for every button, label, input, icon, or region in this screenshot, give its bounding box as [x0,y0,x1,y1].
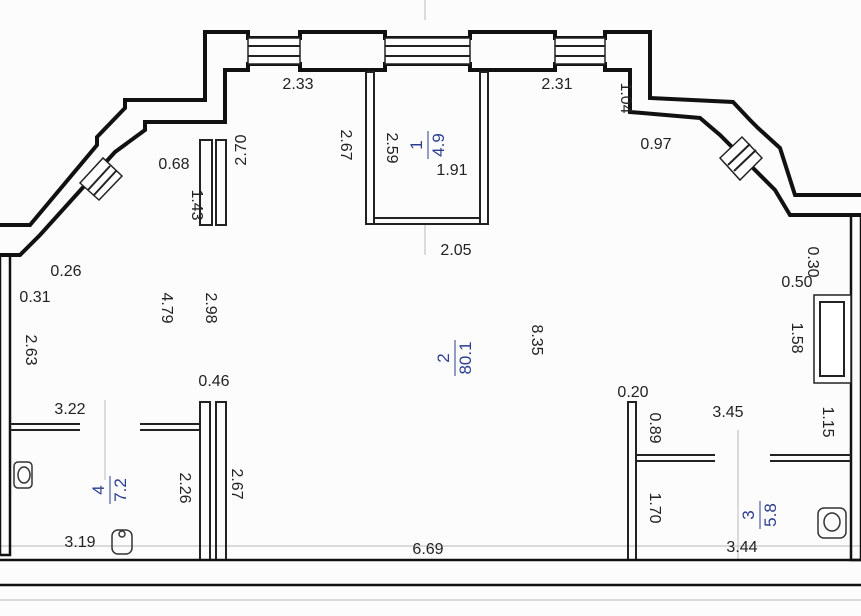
window-left-bay [78,156,124,202]
room4-number: 4 [89,485,108,494]
dim-0-46: 0.46 [198,373,229,390]
sink-room4 [111,529,133,555]
window-top-left [247,37,301,65]
room-label-3: 3 5.8 [739,501,780,529]
dim-1-04: 1.04 [617,82,634,113]
dim-3-19: 3.19 [64,534,95,551]
dim-2-26: 2.26 [176,472,193,503]
dim-0-50: 0.50 [781,274,812,291]
window-top-center [384,37,471,65]
dim-1-91: 1.91 [436,162,467,179]
right-wall [849,213,861,562]
room2-area: 80.1 [456,341,475,374]
right-window-inner [819,301,845,377]
dim-2-98: 2.98 [202,292,219,323]
room3-wall-left [627,401,637,561]
column-left [199,139,213,226]
dim-2-05: 2.05 [440,242,471,259]
room-label-1: 1 4.9 [407,131,448,159]
room1-wall-left [365,71,375,225]
dim-3-44: 3.44 [726,539,757,556]
room2-number: 2 [434,353,453,362]
dim-4-79: 4.79 [158,292,175,323]
room1-area: 4.9 [429,133,448,157]
dim-1-58: 1.58 [788,322,805,353]
dim-0-26: 0.26 [50,263,81,280]
dim-2-63: 2.63 [22,334,39,365]
room1-wall-right [479,71,489,225]
dim-2-59: 2.59 [383,132,400,163]
dim-1-43: 1.43 [188,189,205,220]
room3-number: 3 [739,510,758,519]
window-right-bay [718,135,764,182]
dim-0-20: 0.20 [617,384,648,401]
dim-0-97: 0.97 [640,136,671,153]
toilet-room4 [13,461,33,489]
dim-2-33: 2.33 [282,76,313,93]
room4-wall-right [199,401,211,561]
dim-3-22: 3.22 [54,401,85,418]
room1-number: 1 [407,140,426,149]
room4-area: 7.2 [111,478,130,502]
window-top-right [554,37,606,65]
dim-0-30: 0.30 [804,246,821,277]
dim-1-15: 1.15 [819,406,836,437]
dim-2-70: 2.70 [233,134,250,165]
dim-8-35: 8.35 [528,324,545,355]
toilet-room3 [817,507,847,539]
dim-2-67-bottom: 2.67 [228,468,245,499]
dim-0-68: 0.68 [158,156,189,173]
column-left-inner [215,139,227,226]
room-label-2: 2 80.1 [434,340,475,376]
dim-2-31: 2.31 [541,76,572,93]
dim-6-69: 6.69 [412,541,443,558]
dim-3-45: 3.45 [712,404,743,421]
room-label-4: 4 7.2 [89,476,130,504]
dim-0-31: 0.31 [19,289,50,306]
dim-0-89: 0.89 [646,412,663,443]
left-wall [0,253,12,557]
room4-wall-right-inner [215,401,227,561]
dim-1-70: 1.70 [646,492,663,523]
dim-2-67-top: 2.67 [337,129,354,160]
room3-area: 5.8 [761,503,780,527]
